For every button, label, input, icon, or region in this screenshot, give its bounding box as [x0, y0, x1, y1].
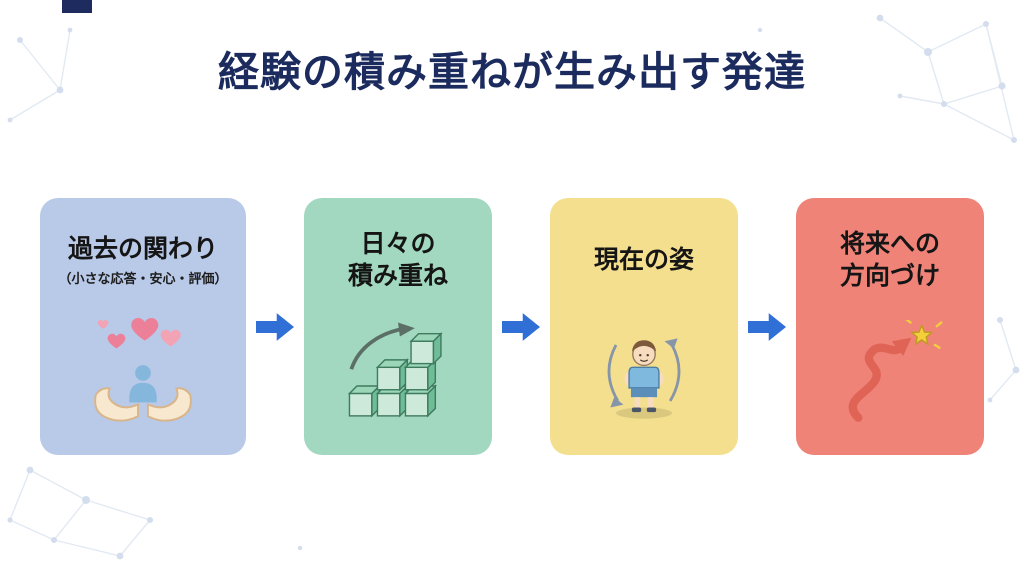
card-title-line2: 積み重ね	[347, 262, 448, 290]
card-present-state: 現在の姿	[550, 198, 738, 455]
stacking-blocks-icon	[347, 322, 443, 418]
card-icon-area	[84, 302, 202, 441]
flow-arrow-icon	[748, 310, 786, 344]
card-title-line1: 日々の	[360, 230, 436, 258]
card-daily-accumulation: 日々の 積み重ね	[304, 198, 492, 455]
hands-holding-hearts-icon	[94, 317, 192, 422]
card-icon-area	[588, 302, 700, 441]
slide-corner-mark	[62, 0, 92, 13]
flow-arrow-icon	[502, 310, 540, 344]
card-title-line1: 現在の姿	[593, 246, 694, 274]
card-icon-area	[342, 302, 454, 441]
slide-title: 経験の積み重ねが生み出す発達	[218, 49, 806, 95]
standing-child-icon	[607, 337, 681, 419]
flow-arrow-icon	[256, 310, 294, 344]
card-subtitle: （小さな応答・安心・評価）	[58, 271, 228, 286]
card-head: 日々の 積み重ね	[348, 218, 448, 302]
rising-arrow-star-icon	[848, 319, 943, 422]
card-future-direction: 将来への 方向づけ	[796, 198, 984, 455]
flow-diagram: 過去の関わり （小さな応答・安心・評価）	[0, 198, 1024, 455]
card-title-line1: 過去の関わり	[67, 235, 218, 263]
card-head: 現在の姿	[594, 218, 694, 302]
card-head: 過去の関わり （小さな応答・安心・評価）	[58, 218, 227, 302]
card-head: 将来への 方向づけ	[840, 218, 940, 302]
card-title-line2: 方向づけ	[839, 262, 940, 290]
card-past-involvement: 過去の関わり （小さな応答・安心・評価）	[40, 198, 246, 455]
card-icon-area	[834, 302, 946, 441]
card-title-line1: 将来への	[839, 230, 940, 258]
